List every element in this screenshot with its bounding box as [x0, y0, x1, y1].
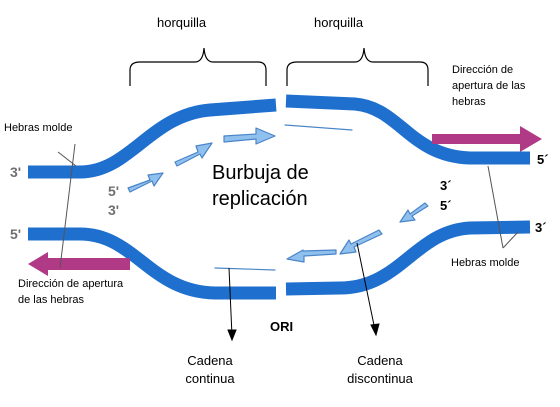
template-pointer-left-a	[59, 143, 76, 269]
leading-arrow-bottom	[214, 267, 276, 271]
leading-pointer-head	[227, 329, 237, 342]
fork-label-right: horquilla	[314, 15, 364, 30]
template-strand-bottom-left	[28, 227, 276, 300]
end-label-inner-3: 3'	[108, 202, 120, 218]
end-label-right-top: 5´	[537, 152, 549, 167]
template-pointer-right-a	[487, 165, 504, 249]
ori-label: ORI	[270, 319, 294, 334]
lagging-pointer-head	[370, 323, 380, 337]
template-pointer-right-b	[502, 231, 519, 249]
template-strand-bottom-right	[285, 220, 531, 296]
okazaki-arrow-6	[286, 249, 337, 263]
fork-bracket-right	[286, 47, 429, 86]
end-label-inner-5: 5'	[108, 183, 120, 199]
leading-arrow-top	[284, 124, 353, 131]
fork-bracket-left	[129, 47, 267, 86]
direction-label-left: Dirección de apertura de las hebras	[18, 278, 124, 306]
end-label-left-bottom: 5'	[10, 226, 22, 242]
lagging-pointer	[356, 242, 376, 331]
okazaki-arrow-5	[339, 229, 383, 255]
okazaki-arrow-2	[174, 142, 213, 167]
end-label-mid-5: 5´	[440, 198, 452, 213]
template-label-left: Hebras molde	[4, 122, 73, 134]
lagging-strand-label: Cadena discontinua	[347, 353, 413, 386]
leading-pointer	[228, 267, 233, 337]
template-label-right: Hebras molde	[451, 257, 520, 269]
okazaki-arrow-4	[399, 202, 429, 223]
end-label-right-bottom: 3´	[535, 220, 547, 235]
direction-label-right: Dirección de apertura de las hebras	[452, 64, 526, 108]
direction-arrow-left	[28, 252, 130, 276]
okazaki-arrow-1	[127, 172, 164, 193]
end-label-left-top: 3'	[10, 164, 22, 180]
template-strand-top-right	[285, 94, 530, 165]
template-strand-top-left	[28, 98, 277, 179]
leading-strand-label: Cadena continua	[185, 353, 235, 386]
fork-label-left: horquilla	[157, 15, 207, 30]
bubble-title: Burbuja de replicación	[212, 162, 309, 210]
okazaki-arrow-3	[223, 127, 276, 145]
template-pointer-left-b	[57, 151, 77, 167]
end-label-mid-3: 3´	[440, 178, 452, 193]
direction-arrow-right	[432, 126, 542, 152]
